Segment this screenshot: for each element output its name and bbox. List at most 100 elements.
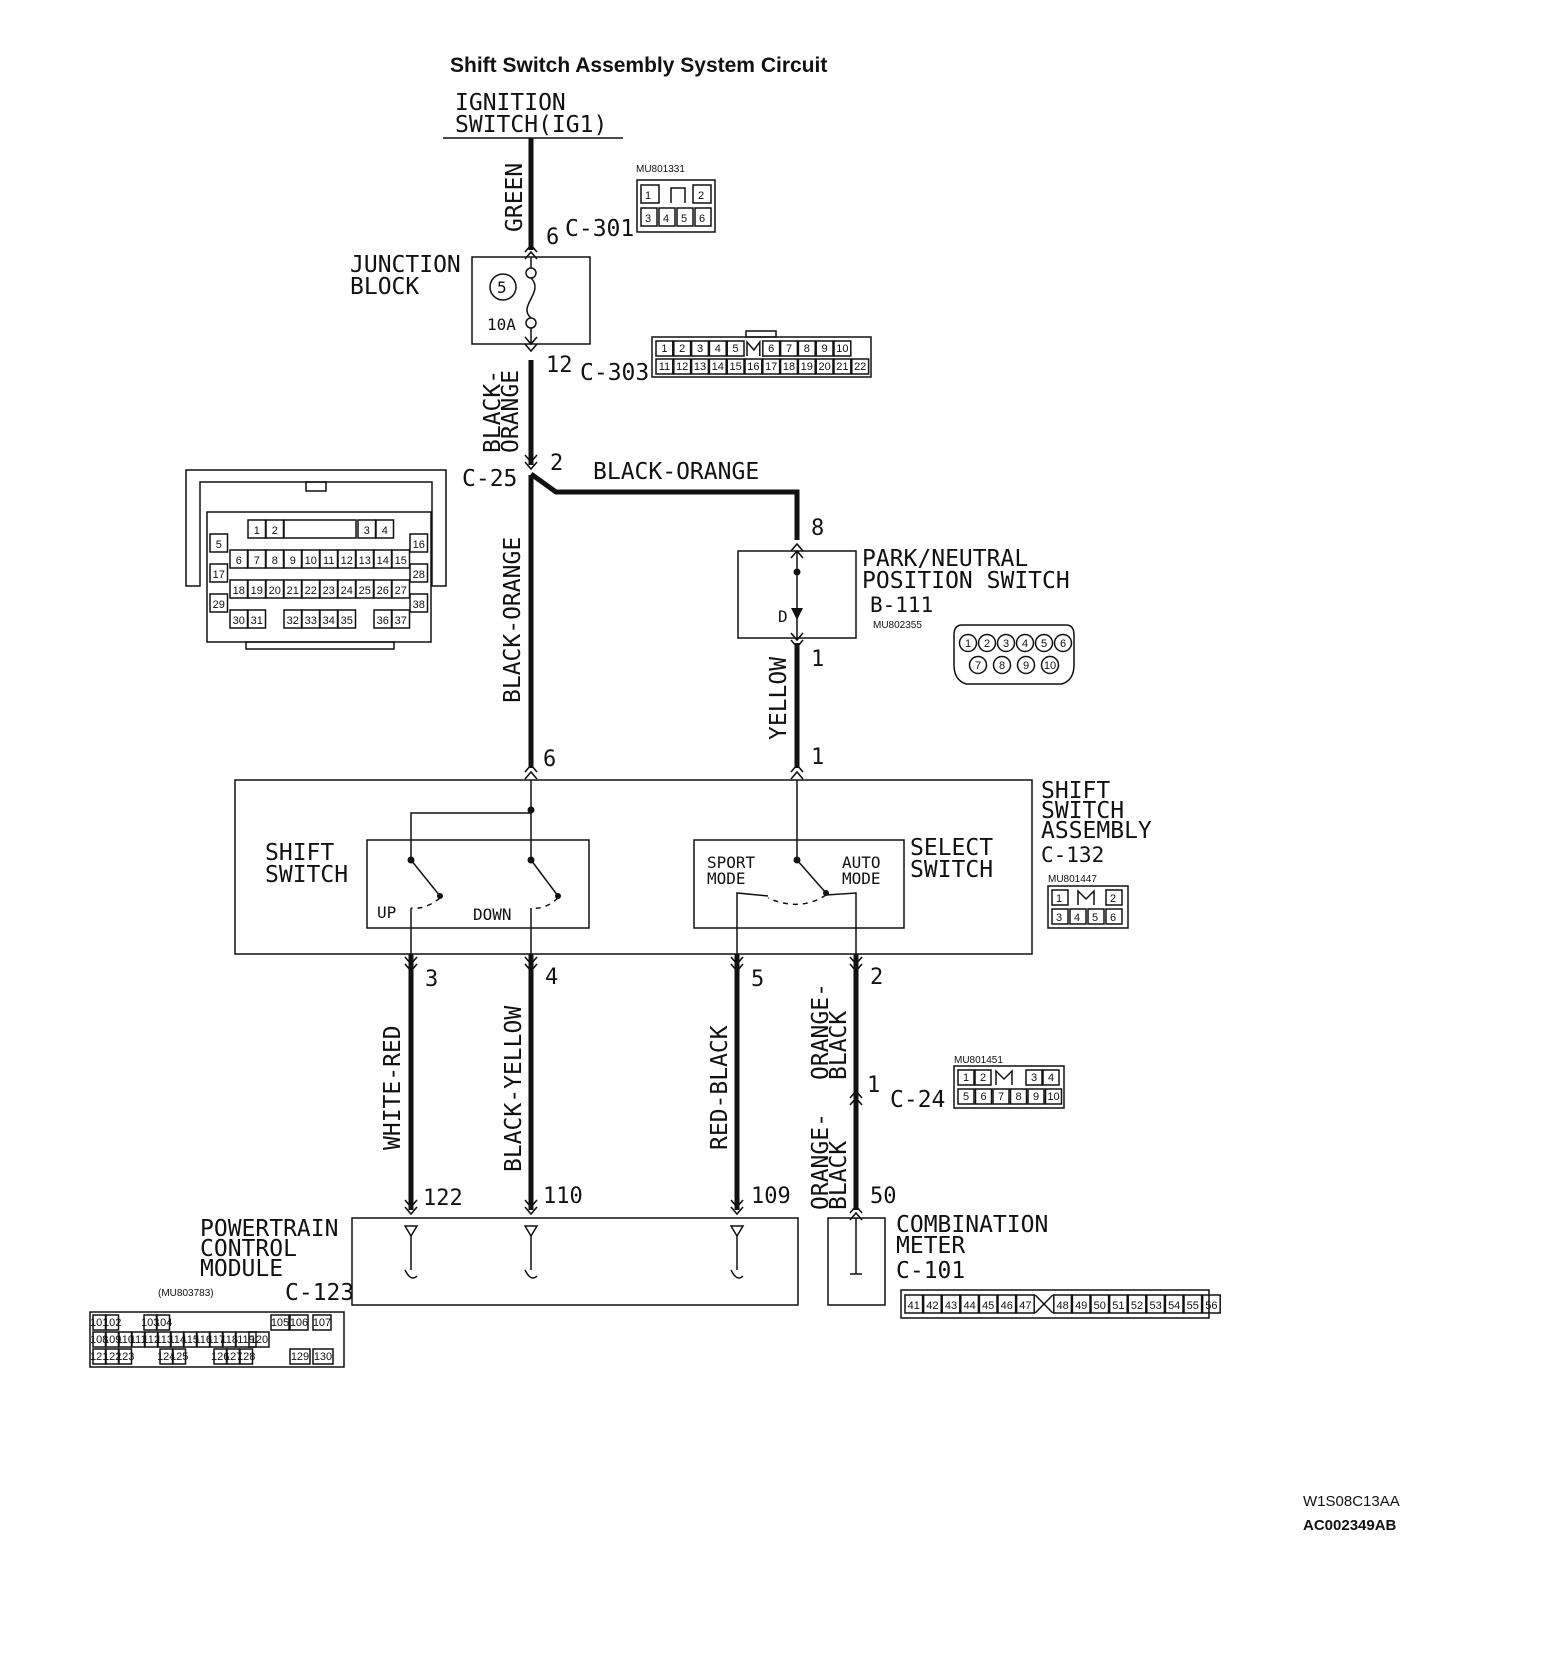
c303-pin-14-label: 14 bbox=[712, 361, 724, 373]
c303-pin-4-cell bbox=[708, 340, 727, 357]
c101-pin-43-cell bbox=[941, 1294, 961, 1314]
c24-pin-4-cell bbox=[1042, 1069, 1060, 1086]
c123-pin-126-label: 126 bbox=[211, 1351, 229, 1363]
wire-label-green: GREEN bbox=[502, 163, 528, 232]
pin-c303-12: 12 bbox=[546, 353, 573, 378]
figure-id: AC002349AB bbox=[1303, 1517, 1397, 1534]
c123-pin-105-cell bbox=[270, 1314, 290, 1331]
auto-mode-label-1: AUTO bbox=[842, 853, 881, 872]
select-switch-label-line2: SWITCH bbox=[910, 857, 993, 883]
sport-output-line bbox=[736, 892, 769, 954]
c25-pin-15-cell bbox=[391, 549, 411, 569]
c24-pin-1-cell bbox=[957, 1069, 975, 1086]
b111-pin-10-cell bbox=[1040, 655, 1060, 675]
c303-pin-5-label: 5 bbox=[733, 343, 739, 355]
c24-pin-8-label: 8 bbox=[1015, 1091, 1021, 1103]
c25-pin-5-cell bbox=[209, 533, 229, 553]
c25-pin-34-label: 34 bbox=[323, 615, 335, 627]
svg-text:4: 4 bbox=[663, 213, 669, 225]
pin-c301-6: 6 bbox=[546, 225, 559, 250]
c303-pin-17-cell bbox=[762, 358, 781, 375]
c101-pin-49-label: 49 bbox=[1075, 1300, 1087, 1312]
c303-pin-12-label: 12 bbox=[676, 361, 688, 373]
shift-feed-junction bbox=[527, 806, 535, 814]
c24-pin-10-cell bbox=[1044, 1088, 1063, 1105]
pcm-input-symbols bbox=[403, 1225, 745, 1279]
svg-text:MU801331: MU801331 bbox=[636, 164, 685, 175]
connector-c132-face: 1 2 3 4 5 6 bbox=[1047, 885, 1129, 929]
c101-pin-43-label: 43 bbox=[945, 1300, 957, 1312]
c303-pin-11-cell bbox=[655, 358, 674, 375]
wire-label-black-orange-main: BLACK-ORANGE bbox=[500, 537, 526, 703]
c123-pin-119-label: 119 bbox=[237, 1334, 255, 1346]
shift-switch-label-line2: SWITCH bbox=[265, 862, 348, 888]
c101-pin-50-label: 50 bbox=[1094, 1300, 1106, 1312]
fuse-number: 5 bbox=[497, 278, 507, 297]
pin-pcm-110: 110 bbox=[543, 1184, 583, 1209]
connector-c301-label: C-301 bbox=[565, 216, 634, 242]
c25-pin-28-label: 28 bbox=[413, 569, 425, 581]
c101-pin-54-cell bbox=[1164, 1294, 1184, 1314]
c303-pin-8-label: 8 bbox=[804, 343, 810, 355]
svg-text:1: 1 bbox=[1056, 893, 1062, 905]
c123-pin-102-label: 102 bbox=[103, 1317, 121, 1329]
shift-switch-box bbox=[366, 839, 590, 929]
wire-label-black-orange-upper-1: BLACK- bbox=[480, 370, 506, 453]
c303-pin-14-cell bbox=[708, 358, 727, 375]
c123-pin-120-cell bbox=[248, 1331, 270, 1348]
b111-pin-8-label: 8 bbox=[999, 660, 1005, 672]
c25-pin-2-label: 2 bbox=[272, 525, 278, 537]
svg-text:3: 3 bbox=[1056, 912, 1062, 924]
connector-c301-face: MU801331 1 2 3 4 5 6 bbox=[636, 164, 716, 233]
auto-mode-label-2: MODE bbox=[842, 869, 881, 888]
ignition-label-line1: IGNITION bbox=[455, 90, 566, 116]
b111-pin-4-cell bbox=[1015, 633, 1035, 653]
c24-pin-10-label: 10 bbox=[1047, 1091, 1059, 1103]
c303-pin-19-label: 19 bbox=[801, 361, 813, 373]
c24-pin-2-label: 2 bbox=[980, 1072, 986, 1084]
c123-pin-125-cell bbox=[172, 1348, 187, 1365]
c123-pin-112-label: 112 bbox=[142, 1334, 160, 1346]
wire-label-orange-black-a2: BLACK bbox=[826, 1011, 852, 1080]
b111-pin-7-label: 7 bbox=[975, 660, 981, 672]
wire-label-orange-black-a1: ORANGE- bbox=[808, 983, 834, 1080]
c303-pin-8-cell bbox=[797, 340, 816, 357]
svg-text:3: 3 bbox=[645, 213, 651, 225]
connector-c123-label: C-123 bbox=[285, 1280, 354, 1306]
select-switch-box bbox=[693, 839, 905, 929]
svg-text:5: 5 bbox=[681, 213, 687, 225]
c123-pin-104-label: 104 bbox=[154, 1317, 172, 1329]
c123-pin-113-label: 113 bbox=[155, 1334, 173, 1346]
c24-pin-8-cell bbox=[1009, 1088, 1028, 1105]
c123-pin-107-cell bbox=[312, 1314, 332, 1331]
svg-text:6: 6 bbox=[1110, 912, 1116, 924]
figure-code: W1S08C13AA bbox=[1303, 1493, 1400, 1510]
shift-switch-label-line1: SHIFT bbox=[265, 840, 334, 866]
c101-pin-47-cell bbox=[1015, 1294, 1035, 1314]
c101-pin-46-label: 46 bbox=[1001, 1300, 1013, 1312]
b111-pin-6-cell bbox=[1053, 633, 1073, 653]
c303-pin-22-label: 22 bbox=[854, 361, 866, 373]
svg-text:1: 1 bbox=[645, 190, 651, 202]
wire-label-yellow: YELLOW bbox=[766, 657, 792, 740]
pin-b111-1: 1 bbox=[811, 647, 824, 672]
select-switch-blade bbox=[796, 859, 827, 894]
c101-pin-51-label: 51 bbox=[1112, 1300, 1124, 1312]
diagram-title: Shift Switch Assembly System Circuit bbox=[450, 54, 827, 77]
sport-mode-label-2: MODE bbox=[707, 869, 746, 888]
down-label: DOWN bbox=[473, 905, 512, 924]
c25-pin-38-cell bbox=[409, 593, 429, 613]
b111-pin-6-label: 6 bbox=[1060, 638, 1066, 650]
c25-pin-12-label: 12 bbox=[341, 555, 353, 567]
c123-pin-109-label: 109 bbox=[103, 1334, 121, 1346]
c123-pin-107-label: 107 bbox=[313, 1317, 331, 1329]
c303-pin-6-cell bbox=[762, 340, 781, 357]
c101-pin-52-label: 52 bbox=[1131, 1300, 1143, 1312]
c123-pin-117-label: 117 bbox=[207, 1334, 225, 1346]
c24-pin-9-cell bbox=[1027, 1088, 1045, 1105]
c123-pin-104-cell bbox=[156, 1314, 171, 1331]
b111-pin-2-label: 2 bbox=[984, 638, 990, 650]
c123-pin-102-cell bbox=[105, 1314, 120, 1331]
